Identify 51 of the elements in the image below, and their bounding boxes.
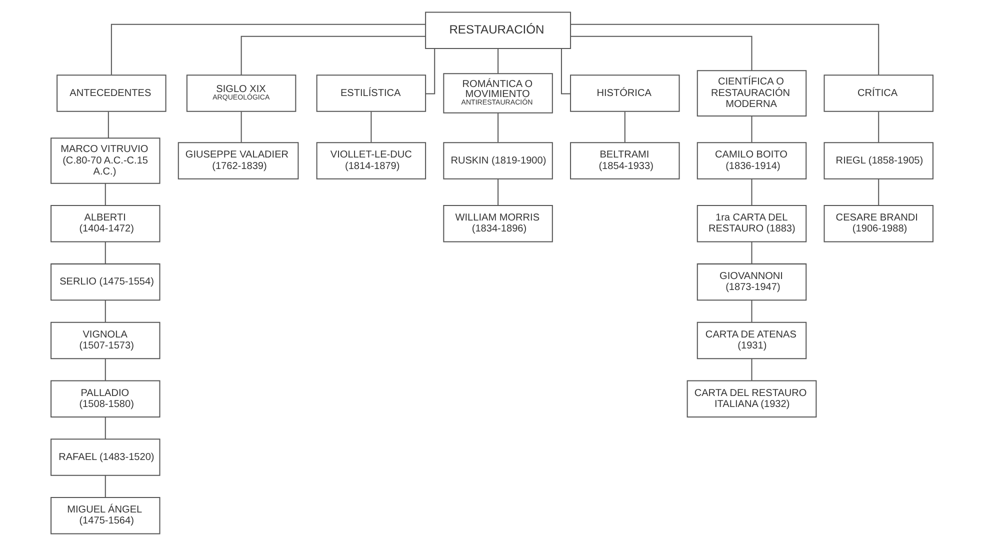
node-box: PALLADIO (1508-1580) xyxy=(50,380,160,418)
connector xyxy=(107,112,108,138)
connector xyxy=(624,112,625,142)
node-box: ALBERTI (1404-1472) xyxy=(50,205,160,242)
node-box: RIEGL (1858-1905) xyxy=(823,142,933,180)
connector xyxy=(240,112,242,142)
node-box: WILLIAM MORRIS (1834-1896) xyxy=(442,205,552,242)
node-box: HISTÓRICA xyxy=(570,74,680,112)
node-box: GIUSEPPE VALADIER (1762-1839) xyxy=(177,142,298,180)
connector xyxy=(750,300,752,322)
connector xyxy=(104,475,106,498)
connector xyxy=(104,417,106,439)
connector xyxy=(104,358,106,380)
node-box: CESARE BRANDI (1906-1988) xyxy=(823,205,933,242)
node-box: CRÍTICA xyxy=(823,74,933,112)
node-box: CARTA DE ATENAS (1931) xyxy=(696,322,806,360)
node-box: 1ra CARTA DEL RESTAURO (1883) xyxy=(696,205,806,242)
node-box: MARCO VITRUVIO (C.80-70 A.C.-C.15 A.C.) xyxy=(50,138,160,184)
connector xyxy=(750,242,752,264)
connector xyxy=(110,24,425,75)
node-box: ESTILÍSTICA xyxy=(316,74,426,112)
node-box: ANTECEDENTES xyxy=(56,74,166,112)
node-box: MIGUEL ÁNGEL (1475-1564) xyxy=(50,497,160,534)
connector xyxy=(570,24,879,75)
connector xyxy=(570,36,752,70)
connector xyxy=(104,242,106,264)
connector xyxy=(878,178,879,206)
connector xyxy=(878,112,879,142)
connector xyxy=(750,178,752,206)
connector xyxy=(750,358,752,380)
connector xyxy=(370,112,372,142)
connector xyxy=(497,178,498,206)
connector xyxy=(104,183,106,206)
node-box: RAFAEL (1483-1520) xyxy=(50,438,160,476)
node-box: RESTAURACIÓN xyxy=(424,12,571,49)
node-box: VIOLLET-LE-DUC (1814-1879) xyxy=(316,142,426,180)
connector xyxy=(104,300,106,322)
node-box: SERLIO (1475-1554) xyxy=(50,263,160,301)
node-box: CIENTÍFICA O RESTAURACIÓN MODERNA xyxy=(696,70,806,116)
connector xyxy=(750,116,752,142)
node-box: VIGNOLA (1507-1573) xyxy=(50,322,160,360)
node-box: BELTRAMI (1854-1933) xyxy=(570,142,680,180)
node-box: RUSKIN (1819-1900) xyxy=(442,142,552,180)
connector xyxy=(425,48,435,94)
connector xyxy=(497,113,498,142)
node-box: CARTA DEL RESTAURO ITALIANA (1932) xyxy=(686,380,816,418)
node-box: GIOVANNONI (1873-1947) xyxy=(696,263,806,301)
node-box: CAMILO BOITO (1836-1914) xyxy=(696,142,806,180)
connector xyxy=(497,48,498,74)
connector xyxy=(240,36,425,75)
connector xyxy=(560,48,570,94)
